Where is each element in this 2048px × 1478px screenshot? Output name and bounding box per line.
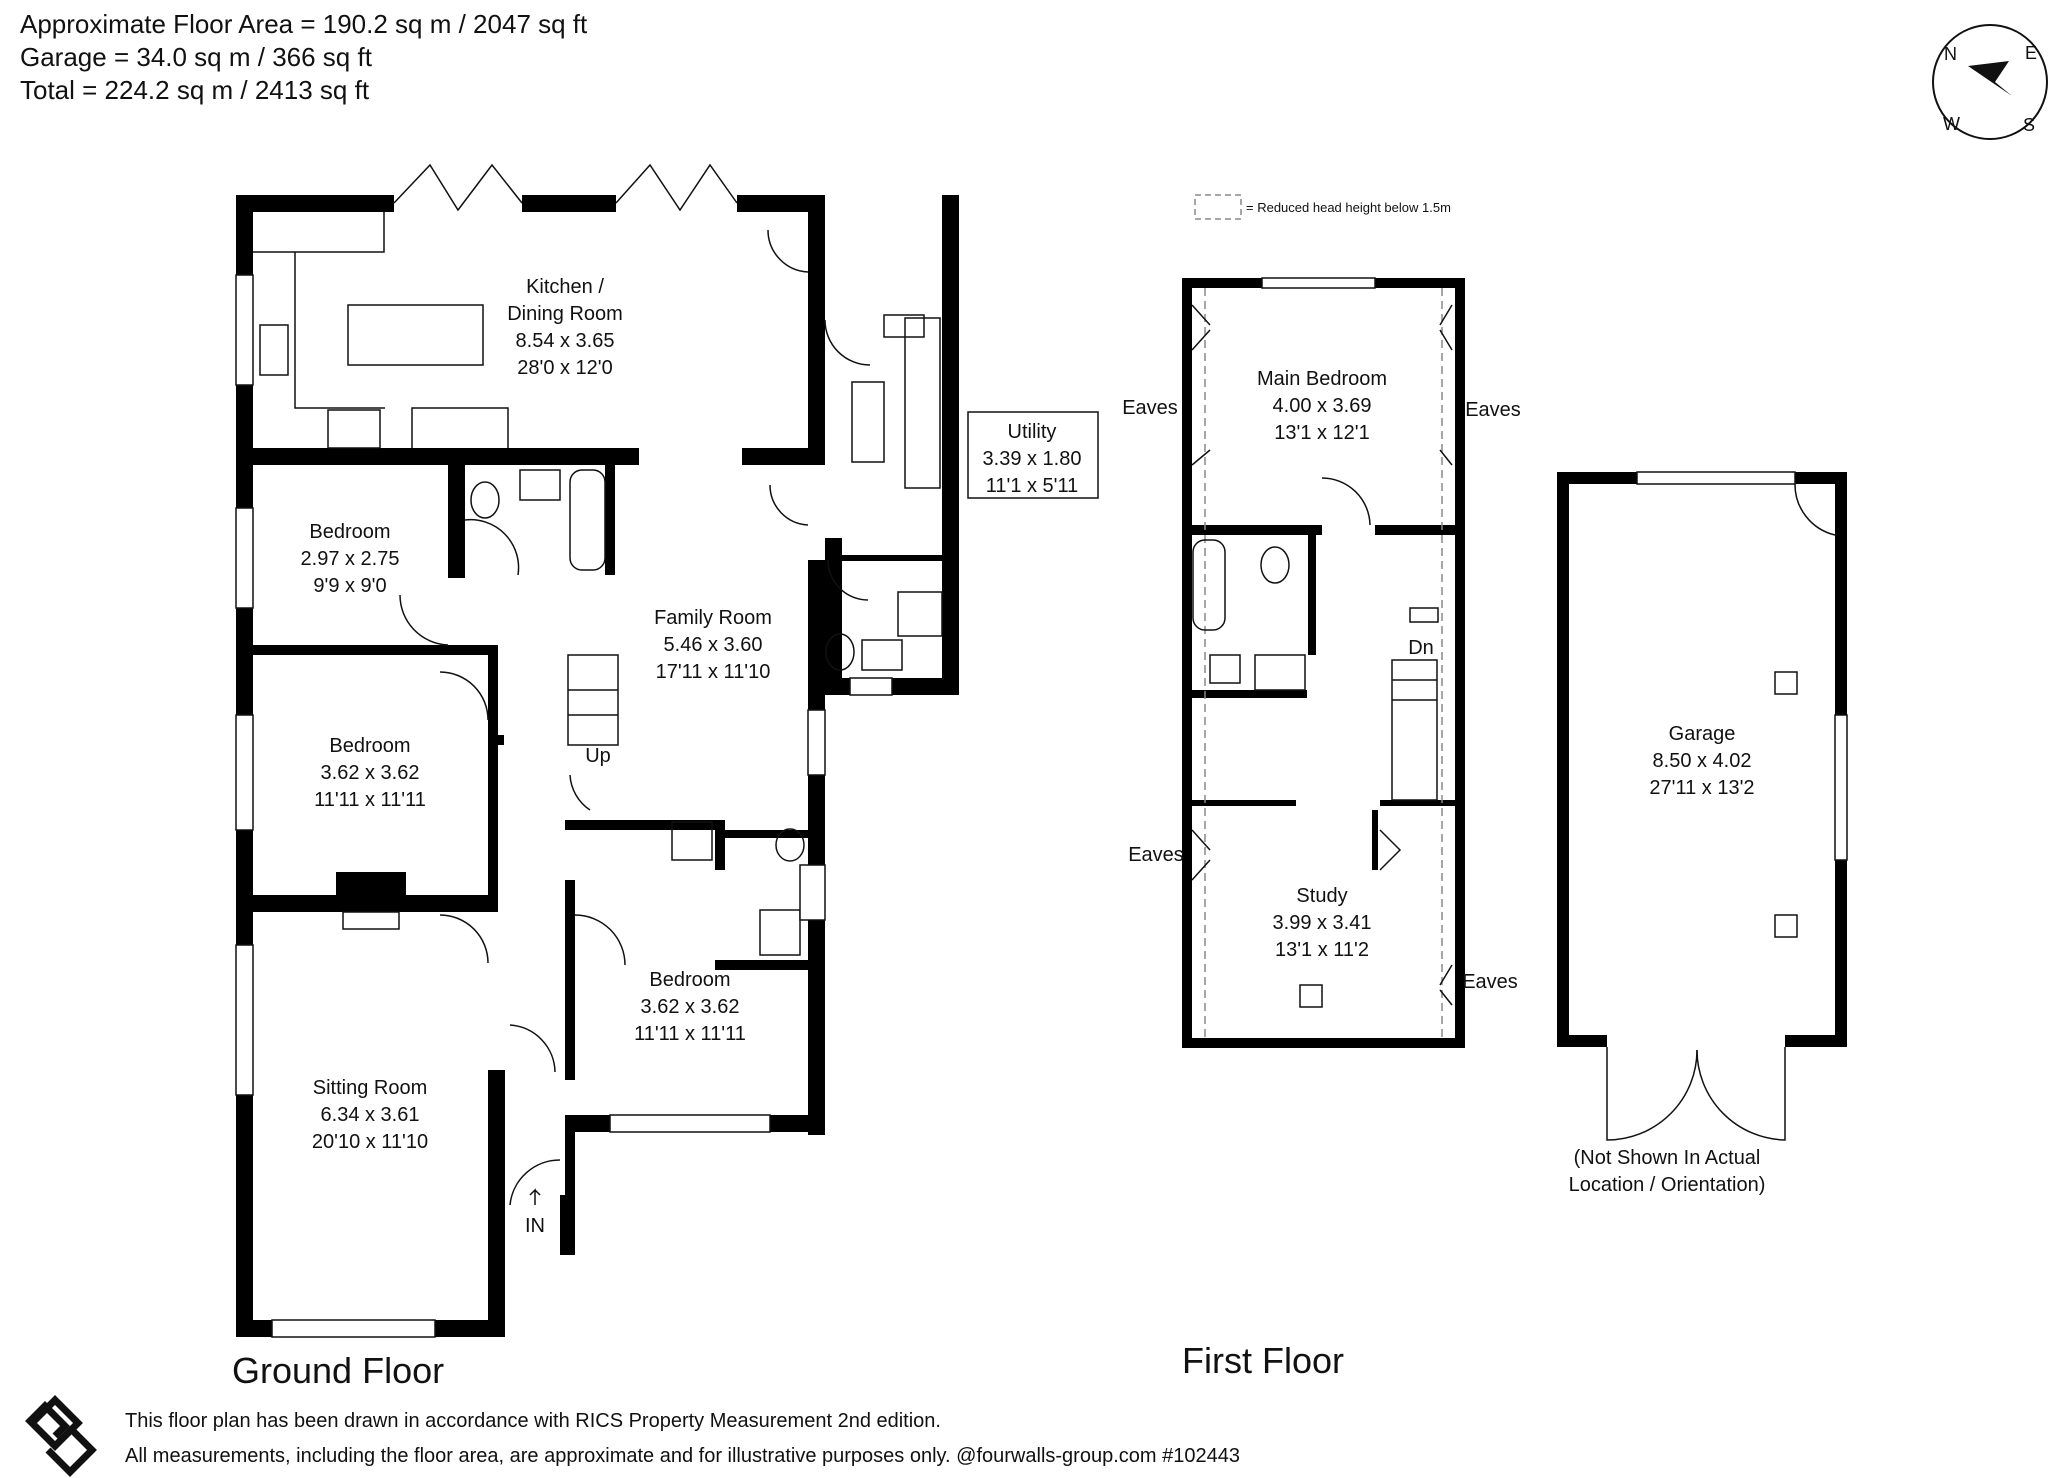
shower-icon-ff [1254,654,1306,691]
fireplace-icon [342,911,400,930]
garage-imperial: 27'11 x 13'2 [1649,777,1754,799]
garage-area-text: Garage = 34.0 sq m / 366 sq ft [20,42,372,72]
legend-text: = Reduced head height below 1.5m [1246,200,1451,215]
first-floor-lines [1191,277,1453,1038]
wc-icon-3 [775,828,805,862]
bedroom3-metric: 3.62 x 3.62 [641,996,740,1018]
floor-area-text: Approximate Floor Area = 190.2 sq m / 20… [20,9,588,39]
eaves-right-top: Eaves [1465,399,1521,421]
compass-icon: N E W S [1932,24,2048,140]
garage-note1: (Not Shown In Actual [1574,1147,1761,1169]
bedroom2-name: Bedroom [329,735,410,757]
compass-e: E [2025,43,2037,63]
first-floor-walls [1182,278,1465,1048]
kitchen-name1: Kitchen / [526,276,604,298]
legend-swatch [1194,194,1242,220]
first-floor-title: First Floor [1182,1340,1344,1381]
main-bedroom-name: Main Bedroom [1257,368,1387,390]
garage-note2: Location / Orientation) [1569,1174,1766,1196]
bedroom3-imperial: 11'11 x 11'11 [634,1023,746,1045]
utility-imperial: 11'1 x 5'11 [986,475,1079,497]
sitting-imperial: 20'10 x 11'10 [312,1131,428,1153]
ground-floor-title: Ground Floor [232,1350,445,1391]
kitchen-island [347,304,484,366]
garage-metric: 8.50 x 4.02 [1653,750,1752,772]
basin-icon-ff [1209,654,1241,684]
bath-icon-ff [1192,539,1226,631]
ensuite-shower-icon [759,909,801,956]
utility-label-box [967,411,1099,499]
kitchen-name2: Dining Room [507,303,623,325]
utility-sink-icon [851,381,885,463]
skylight-icon-study [1299,984,1323,1008]
garage-skylight-2 [1774,914,1798,938]
total-area-text: Total = 224.2 sq m / 2413 sq ft [20,75,370,105]
study-metric: 3.99 x 3.41 [1273,912,1372,934]
family-metric: 5.46 x 3.60 [664,634,763,656]
footer-line1: This floor plan has been drawn in accord… [125,1410,941,1432]
wc-icon-ff [1260,546,1290,584]
family-imperial: 17'11 x 11'10 [656,661,771,683]
compass-needle [1968,61,2012,96]
family-name: Family Room [654,607,772,629]
garage-skylight-1 [1774,671,1798,695]
stairs-ff [1391,659,1438,801]
compass-w: W [1943,114,1960,134]
study-name: Study [1296,885,1347,907]
floor-area-summary: Approximate Floor Area = 190.2 sq m / 20… [20,8,587,107]
main-bedroom-imperial: 13'1 x 12'1 [1274,422,1370,444]
bedroom1-imperial: 9'9 x 9'0 [313,575,386,597]
basin-icon [861,639,903,671]
study-imperial: 13'1 x 11'2 [1275,939,1369,961]
wc-icon [825,633,855,671]
fourwalls-logo [25,1395,97,1477]
down-label: Dn [1408,637,1434,659]
eaves-left-bottom: Eaves [1128,844,1184,866]
shower-icon-2 [671,821,713,861]
bedroom1-name: Bedroom [309,521,390,543]
skylight-icon-ff [1409,607,1439,623]
entrance-label: IN [525,1215,545,1237]
bedroom2-imperial: 11'11 x 11'11 [314,789,426,811]
garage-lines [1606,471,1848,1141]
eaves-left-top: Eaves [1122,397,1178,419]
shower-icon [897,591,943,637]
kitchen-metric: 8.54 x 3.65 [516,330,615,352]
utility-name: Utility [1008,421,1057,443]
room-labels: Kitchen / Dining Room 8.54 x 3.65 28'0 x… [301,276,1766,1237]
bedroom3-name: Bedroom [649,969,730,991]
bath-basin-icon [519,469,561,501]
footer-line2: All measurements, including the floor ar… [125,1445,1240,1467]
bath-icon [569,469,606,571]
garage-name: Garage [1669,723,1736,745]
main-bedroom-metric: 4.00 x 3.69 [1273,395,1372,417]
eaves-right-bottom: Eaves [1462,971,1518,993]
bedroom2-metric: 3.62 x 3.62 [321,762,420,784]
ground-floor-fixtures [235,163,943,1338]
kitchen-sink-icon [259,324,289,376]
sitting-name: Sitting Room [313,1077,428,1099]
hob-icon [327,409,381,449]
kitchen-imperial: 28'0 x 12'0 [517,357,613,379]
bedroom1-metric: 2.97 x 2.75 [301,548,400,570]
up-label: Up [585,745,611,767]
compass-s: S [2023,115,2035,135]
sitting-metric: 6.34 x 3.61 [321,1104,420,1126]
wc-icon-2 [470,481,500,519]
compass-n: N [1944,44,1957,64]
legend: = Reduced head height below 1.5m [1194,194,1451,220]
utility-metric: 3.39 x 1.80 [983,448,1082,470]
